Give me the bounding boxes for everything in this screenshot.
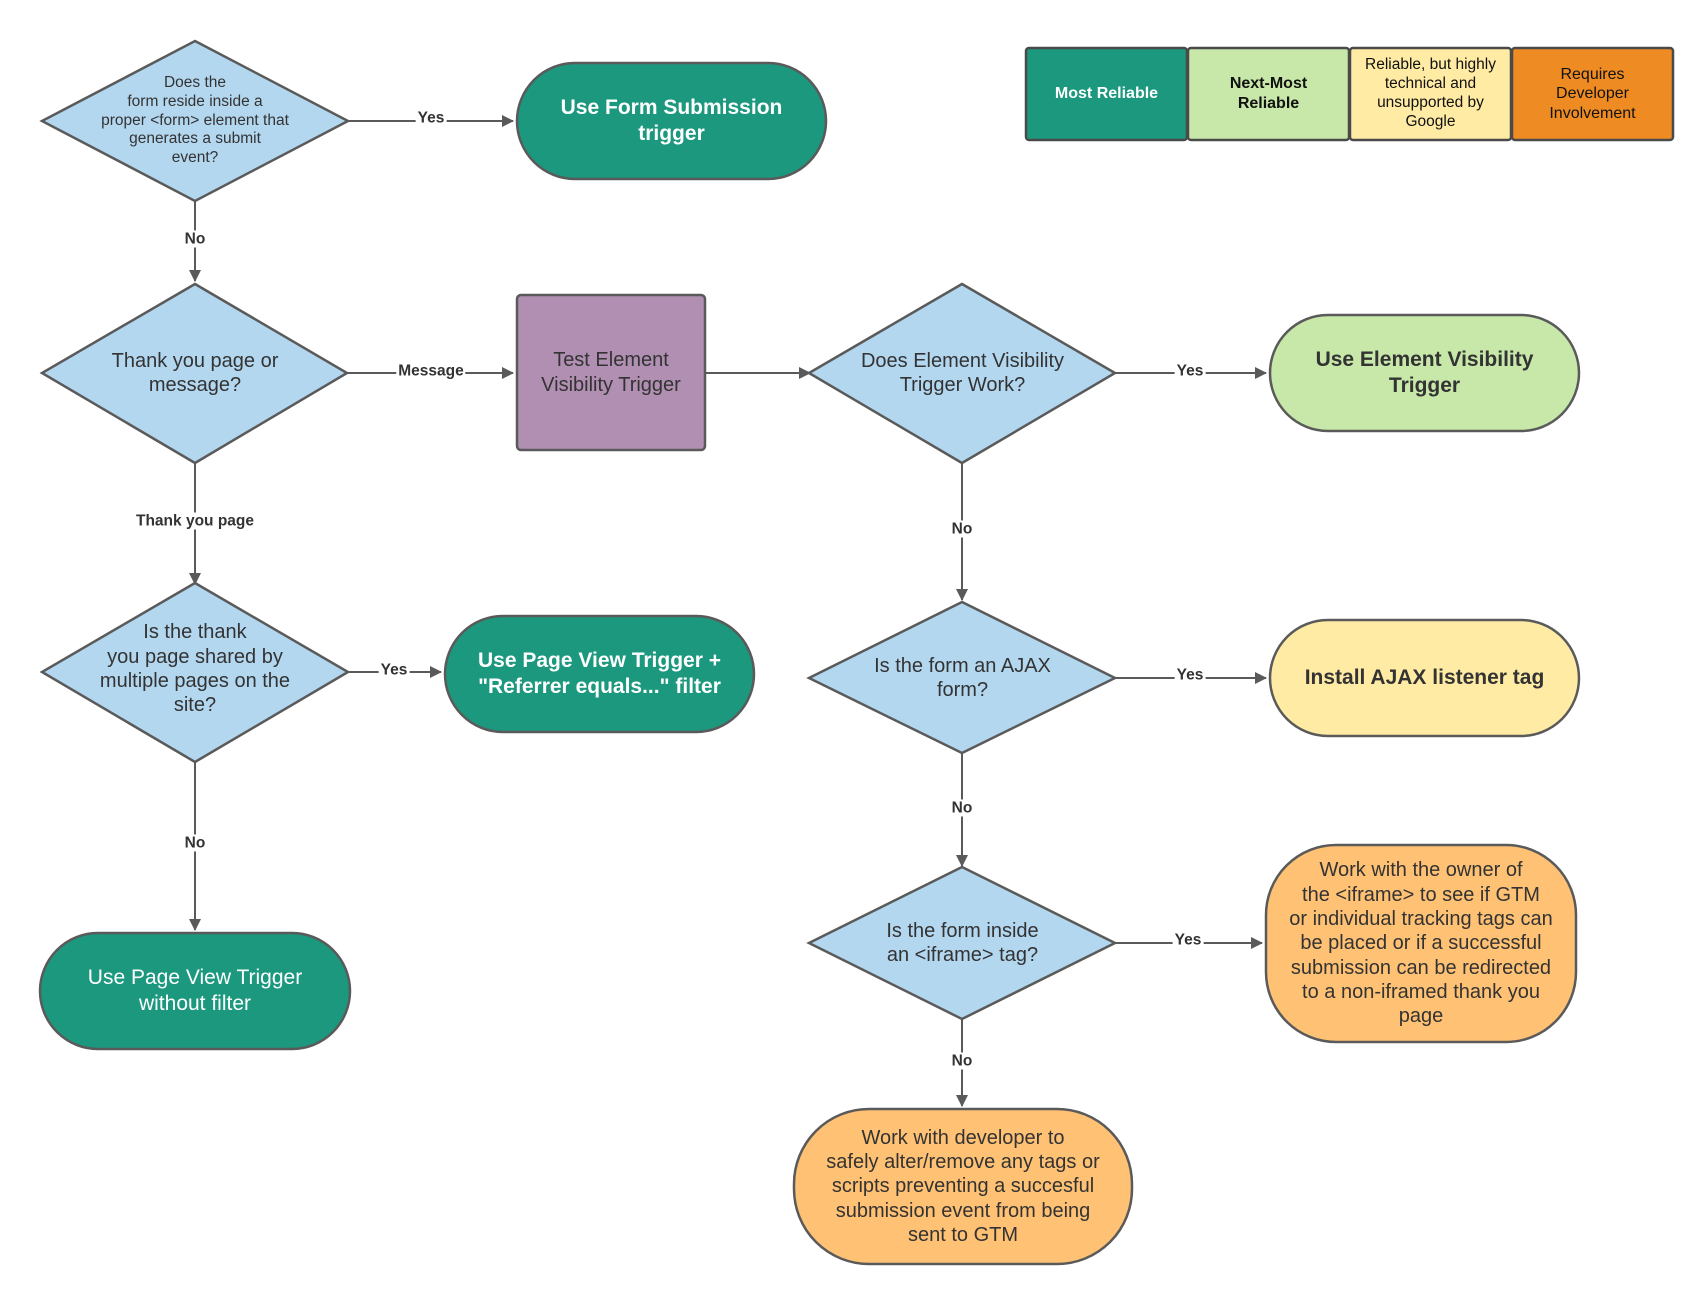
process-test-element-visibility xyxy=(515,293,707,452)
edge-label-ajax-yes: Yes xyxy=(1174,666,1206,684)
edge-label-shared-no: No xyxy=(182,834,208,852)
edge-label-thanks-page: Thank you page xyxy=(134,512,256,530)
decision-visibility-works-label: Does Element Visibility Trigger Work? xyxy=(860,349,1065,396)
edge-label-iframe-yes: Yes xyxy=(1172,931,1204,949)
legend-next-most-reliable-label: Next-Most Reliable xyxy=(1229,75,1308,112)
terminal-use-page-view-no-filter xyxy=(38,931,352,1051)
use-element-visibility-label: Use Element Visibility Trigger xyxy=(1315,348,1534,397)
terminal-work-with-developer xyxy=(792,1107,1134,1266)
legend-developer-label: Requires Developer Involvement xyxy=(1549,65,1636,122)
terminal-use-element-visibility xyxy=(1268,313,1581,433)
decision-ajax-form xyxy=(806,600,1118,755)
decision-form-in-iframe xyxy=(806,865,1118,1021)
use-form-submission-label: Use Form Submission trigger xyxy=(560,96,783,145)
edge-label-ajax-no: No xyxy=(949,799,975,817)
decision-visibility-works xyxy=(806,282,1118,465)
edge-label-thanks-message: Message xyxy=(396,362,466,380)
terminal-install-ajax-listener xyxy=(1268,618,1581,738)
legend-most-reliable-label: Most Reliable xyxy=(1054,85,1159,103)
edge-label-form-no: No xyxy=(182,230,208,248)
legend-developer-swatch xyxy=(1510,46,1675,142)
decision-iframe-label: Is the form inside an <iframe> tag? xyxy=(886,919,1039,966)
decision-ajax-label: Is the form an AJAX form? xyxy=(874,654,1051,701)
edge-label-form-yes: Yes xyxy=(415,109,447,127)
edge-label-iframe-no: No xyxy=(949,1052,975,1070)
decision-shared-page-label: Is the thank you page shared by multiple… xyxy=(99,621,291,717)
work-with-developer-label: Work with developer to safely alter/remo… xyxy=(826,1126,1100,1247)
terminal-iframe-owner xyxy=(1264,843,1578,1044)
legend-technical-label: Reliable, but highly technical and unsup… xyxy=(1365,56,1496,130)
decision-thank-you-page-or-message xyxy=(39,282,350,465)
iframe-owner-label: Work with the owner of the <iframe> to s… xyxy=(1289,859,1553,1028)
edge-label-visibility-yes: Yes xyxy=(1174,362,1206,380)
test-element-visibility-label: Test Element Visibility Trigger xyxy=(541,349,681,396)
terminal-use-form-submission xyxy=(515,61,828,181)
edge-label-visibility-no: No xyxy=(949,520,975,538)
decision-thank-you-label: Thank you page or message? xyxy=(111,349,279,396)
decision-shared-thank-you-page xyxy=(39,581,351,764)
terminal-use-page-view-referrer xyxy=(443,614,756,734)
decision-form-element-label: Does the form reside inside a proper <fo… xyxy=(101,73,289,167)
use-page-view-referrer-label: Use Page View Trigger + "Referrer equals… xyxy=(478,649,721,698)
install-ajax-label: Install AJAX listener tag xyxy=(1304,666,1545,690)
use-page-view-no-filter-label: Use Page View Trigger without filter xyxy=(87,966,303,1015)
decision-form-element xyxy=(39,39,351,203)
edge-label-shared-yes: Yes xyxy=(378,661,410,679)
